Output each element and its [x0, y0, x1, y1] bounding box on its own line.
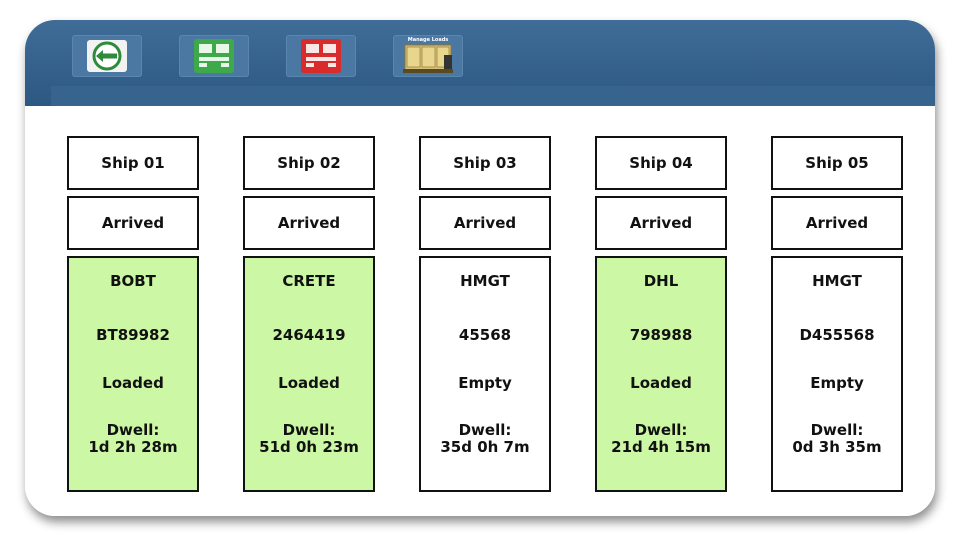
dwell-value: 0d 3h 35m: [792, 438, 882, 456]
ship-status: Arrived: [805, 214, 869, 232]
dwell-label: Dwell:: [458, 421, 512, 439]
ship-status-cell[interactable]: Arrived: [595, 196, 727, 250]
carrier-name: DHL: [643, 272, 679, 290]
dwell-time: Dwell: 0d 3h 35m: [773, 422, 901, 456]
manage-loads-button[interactable]: Manage Loads: [393, 35, 463, 77]
red-trailer-icon: [301, 39, 341, 73]
ship-load-card[interactable]: HMGT 45568 Empty Dwell: 35d 0h 7m: [419, 256, 551, 492]
ship-status-cell[interactable]: Arrived: [243, 196, 375, 250]
ship-load-card[interactable]: CRETE 2464419 Loaded Dwell: 51d 0h 23m: [243, 256, 375, 492]
ship-load-card[interactable]: HMGT D455568 Empty Dwell: 0d 3h 35m: [771, 256, 903, 492]
trailer-id: BT89982: [96, 326, 170, 344]
load-status: Loaded: [102, 374, 164, 392]
ship-name-cell[interactable]: Ship 03: [419, 136, 551, 190]
toolbar: Manage Loads: [25, 20, 935, 106]
ship-status: Arrived: [629, 214, 693, 232]
dwell-label: Dwell:: [634, 421, 688, 439]
carrier-name: HMGT: [812, 272, 862, 290]
manage-loads-label: Manage Loads: [407, 37, 449, 43]
ship-name: Ship 04: [629, 154, 693, 172]
trailer-id: D455568: [799, 326, 875, 344]
trailer-id: 45568: [458, 326, 512, 344]
ship-status-cell[interactable]: Arrived: [771, 196, 903, 250]
dwell-label: Dwell:: [106, 421, 160, 439]
dwell-label: Dwell:: [282, 421, 336, 439]
ship-name: Ship 03: [453, 154, 517, 172]
ship-load-card[interactable]: BOBT BT89982 Loaded Dwell: 1d 2h 28m: [67, 256, 199, 492]
ship-board: Ship 01 Arrived BOBT BT89982 Loaded Dwel…: [25, 106, 935, 516]
load-status: Loaded: [630, 374, 692, 392]
dwell-value: 21d 4h 15m: [611, 438, 711, 456]
load-status: Empty: [810, 374, 864, 392]
ship-status: Arrived: [453, 214, 517, 232]
ship-name: Ship 01: [101, 154, 165, 172]
ship-name-cell[interactable]: Ship 04: [595, 136, 727, 190]
dwell-value: 1d 2h 28m: [88, 438, 178, 456]
ship-status: Arrived: [101, 214, 165, 232]
ship-status-cell[interactable]: Arrived: [67, 196, 199, 250]
dwell-label: Dwell:: [810, 421, 864, 439]
red-trailer-button[interactable]: [286, 35, 356, 77]
green-trailer-button[interactable]: [179, 35, 249, 77]
dwell-time: Dwell: 1d 2h 28m: [69, 422, 197, 456]
dwell-time: Dwell: 35d 0h 7m: [421, 422, 549, 456]
carrier-name: BOBT: [110, 272, 156, 290]
sub-toolbar: [51, 86, 935, 106]
dwell-time: Dwell: 51d 0h 23m: [245, 422, 373, 456]
ship-name: Ship 05: [805, 154, 869, 172]
back-arrow-icon: [87, 40, 127, 72]
ship-name-cell[interactable]: Ship 01: [67, 136, 199, 190]
dwell-time: Dwell: 21d 4h 15m: [597, 422, 725, 456]
manage-loads-icon: [403, 44, 453, 73]
app-window: Manage Loads Ship 01 Arrived BOBT BT8998…: [25, 20, 935, 516]
ship-name-cell[interactable]: Ship 02: [243, 136, 375, 190]
carrier-name: HMGT: [460, 272, 510, 290]
ship-status: Arrived: [277, 214, 341, 232]
ship-load-card[interactable]: DHL 798988 Loaded Dwell: 21d 4h 15m: [595, 256, 727, 492]
dwell-value: 51d 0h 23m: [259, 438, 359, 456]
trailer-id: 2464419: [272, 326, 346, 344]
carrier-name: CRETE: [282, 272, 336, 290]
dwell-value: 35d 0h 7m: [440, 438, 530, 456]
ship-name: Ship 02: [277, 154, 341, 172]
back-button[interactable]: [72, 35, 142, 77]
load-status: Empty: [458, 374, 512, 392]
ship-status-cell[interactable]: Arrived: [419, 196, 551, 250]
load-status: Loaded: [278, 374, 340, 392]
ship-name-cell[interactable]: Ship 05: [771, 136, 903, 190]
trailer-id: 798988: [629, 326, 693, 344]
green-trailer-icon: [194, 39, 234, 73]
